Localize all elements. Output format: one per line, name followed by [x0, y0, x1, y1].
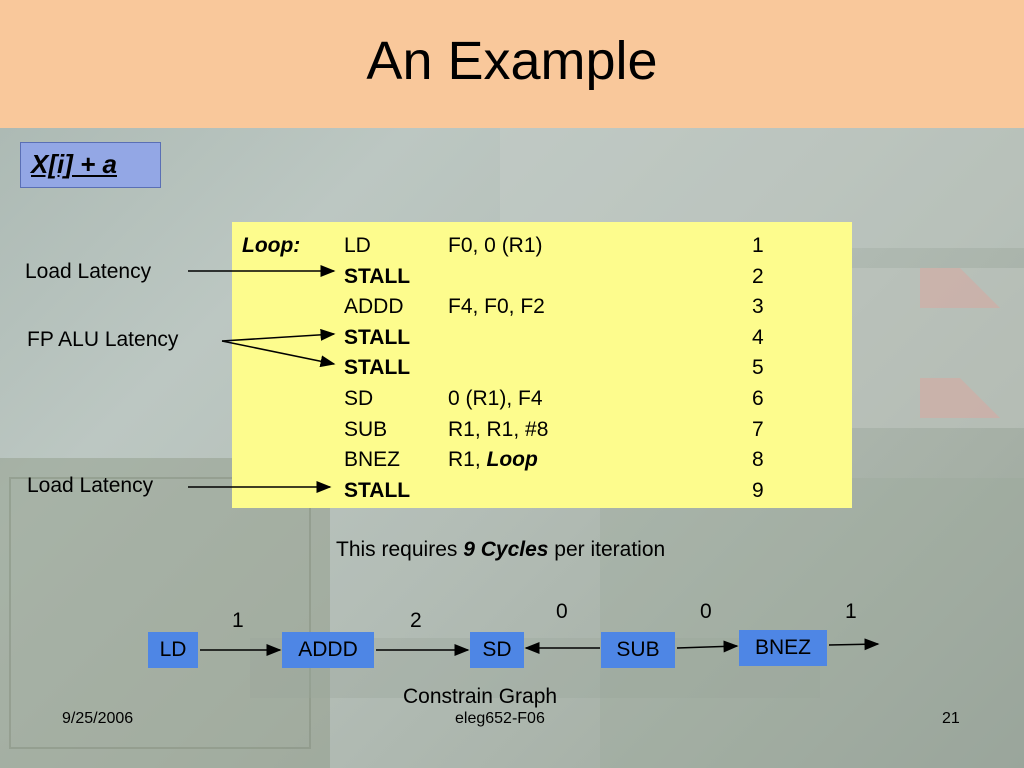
edge-sub-bnez: [676, 640, 739, 653]
summary-text: This requires 9 Cycles per iteration: [336, 538, 665, 562]
title-bar: An Example: [0, 0, 1024, 128]
edge-weight-bnez-out: 1: [845, 600, 857, 623]
code-args: R1, R1, #8: [448, 418, 548, 442]
arrow-fp-alu-2: [221, 340, 336, 368]
code-op: LD: [344, 234, 371, 257]
code-args: F0, 0 (R1): [448, 234, 543, 258]
code-op: STALL: [344, 478, 411, 502]
graph-node-ld: LD: [148, 632, 198, 668]
code-args-emphasis: Loop: [486, 448, 538, 472]
code-args: F4, F0, F2: [448, 295, 545, 319]
code-cycle: 4: [752, 325, 764, 349]
graph-node-sd: SD: [470, 632, 524, 668]
summary-suffix: per iteration: [548, 538, 666, 561]
code-args-text: F4, F0, F2: [448, 295, 545, 319]
code-cycle: 8: [752, 448, 764, 472]
code-args-text: 0 (R1), F4: [448, 387, 543, 410]
code-cycle: 1: [752, 234, 764, 257]
summary-emphasis: 9 Cycles: [463, 538, 549, 561]
expression-box: X[i] + a: [20, 142, 161, 188]
graph-caption: Constrain Graph: [403, 685, 558, 708]
loop-label: Loop:: [242, 234, 301, 257]
code-op: SD: [344, 387, 374, 410]
code-cycle: 6: [752, 387, 764, 410]
expression-text: X[i] + a: [31, 149, 117, 179]
graph-node-bnez: BNEZ: [739, 630, 827, 666]
edge-weight-sub-bnez: 0: [700, 600, 712, 623]
code-op: STALL: [344, 325, 411, 349]
edge-bnez-out: [828, 638, 880, 651]
code-args-text: R1,: [448, 448, 487, 472]
code-args: R1, Loop: [448, 448, 538, 472]
footer-date: 9/25/2006: [62, 710, 134, 727]
arrow-fp-alu-1: [221, 328, 336, 342]
code-op: STALL: [344, 264, 411, 288]
load-latency-label-1: Load Latency: [25, 260, 152, 283]
code-args-text: F0, 0 (R1): [448, 234, 543, 257]
code-args: 0 (R1), F4: [448, 387, 543, 411]
graph-node-addd: ADDD: [282, 632, 374, 668]
footer-course: eleg652-F06: [455, 710, 545, 727]
code-op: BNEZ: [344, 448, 401, 472]
edge-weight-ld-addd: 1: [232, 609, 244, 632]
graph-node-sub: SUB: [601, 632, 675, 668]
code-cycle: 5: [752, 356, 764, 380]
code-cycle: 7: [752, 417, 764, 441]
code-op: ADDD: [344, 295, 404, 319]
footer-page: 21: [942, 710, 960, 727]
fp-alu-latency-label: FP ALU Latency: [27, 328, 179, 351]
code-args-text: R1, R1, #8: [448, 417, 549, 441]
code-cycle: 2: [752, 264, 764, 288]
code-cycle: 9: [752, 478, 764, 502]
slide-title: An Example: [366, 31, 658, 91]
edge-weight-sd-sub: 0: [556, 600, 568, 623]
code-cycle: 3: [752, 295, 764, 319]
edge-weight-addd-sd: 2: [410, 609, 422, 632]
summary-prefix: This requires: [336, 538, 464, 561]
load-latency-label-2: Load Latency: [27, 474, 154, 497]
code-op: SUB: [344, 417, 388, 441]
code-op: STALL: [344, 356, 411, 380]
